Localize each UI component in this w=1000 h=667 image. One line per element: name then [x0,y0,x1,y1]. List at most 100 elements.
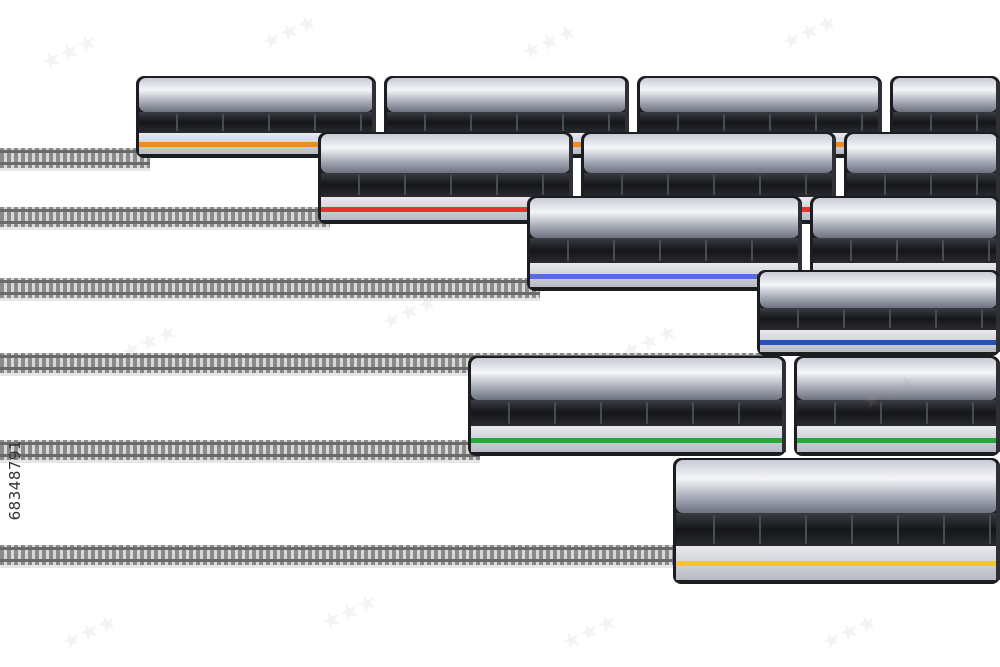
car-gap [832,138,836,220]
track-6 [0,545,690,568]
window-divider [268,114,270,131]
window-divider [470,114,472,131]
train-yellow [673,458,1000,584]
rail-bottom [0,292,540,295]
window-divider [496,175,498,195]
window-divider [943,515,945,544]
window-divider [843,310,845,328]
car-roof [471,358,783,400]
car-roof [139,78,373,112]
train-darkblue [757,270,1000,356]
window-divider [896,240,898,261]
car-gap [569,138,573,220]
window-divider [677,114,679,131]
window-band [893,112,997,133]
track-shadow [0,227,330,230]
window-divider [314,114,316,131]
window-divider [797,310,799,328]
window-divider [988,240,990,261]
window-divider [738,402,740,424]
window-divider [621,175,623,195]
window-divider [930,114,932,131]
window-divider [516,114,518,131]
window-divider [805,175,807,195]
window-divider [861,114,863,131]
color-stripe [676,561,997,566]
car-roof [676,460,997,513]
rail-bottom [0,559,690,562]
window-divider [769,114,771,131]
car-gap [372,82,376,154]
window-divider [713,175,715,195]
window-divider [805,515,807,544]
car-gap [996,82,1000,154]
window-divider [851,515,853,544]
car-roof [530,198,799,238]
car-gap [996,362,1000,452]
window-divider [926,402,928,424]
window-divider [723,114,725,131]
window-divider [884,175,886,195]
window-band [584,173,833,197]
color-stripe [321,207,570,212]
train-green [468,356,1000,456]
car-roof [640,78,879,112]
window-band [676,513,997,546]
window-divider [930,175,932,195]
trains-layer [136,76,1000,584]
track-3 [0,278,540,301]
car-roof [797,358,997,400]
window-divider [759,175,761,195]
track-2 [0,207,330,230]
track-5 [0,440,480,463]
color-stripe [797,438,997,443]
car-gap [798,202,802,287]
rail-top [0,442,480,445]
train-car [673,458,1000,584]
car-gap [996,276,1000,352]
window-divider [976,175,978,195]
color-stripe [139,142,373,147]
rail-bottom [0,221,330,224]
window-band [813,238,997,263]
window-divider [450,175,452,195]
window-divider [705,240,707,261]
window-divider [613,240,615,261]
window-band [640,112,879,133]
window-divider [542,175,544,195]
stock-id-watermark: 68348791 [6,440,24,521]
color-stripe [471,438,783,443]
window-divider [751,240,753,261]
track-shadow [0,565,690,568]
rail-top [0,547,690,550]
window-band [471,400,783,426]
color-stripe [530,274,799,279]
rail-top [0,280,540,283]
track-shadow [0,298,540,301]
car-roof [847,134,997,173]
car-roof [387,78,626,112]
window-divider [897,515,899,544]
rail-top [0,150,150,153]
car-roof [760,272,997,308]
window-divider [608,114,610,131]
window-divider [935,310,937,328]
window-divider [713,515,715,544]
track-shadow [0,373,770,376]
window-divider [880,402,882,424]
tracks-layer [0,148,770,568]
car-gap [996,464,1000,580]
rail-bottom [0,367,770,370]
window-band [797,400,997,426]
car-gap [782,362,786,452]
window-divider [508,402,510,424]
window-band [321,173,570,197]
window-divider [667,175,669,195]
window-divider [562,114,564,131]
window-divider [600,402,602,424]
track-shadow [0,460,480,463]
car-roof [584,134,833,173]
car-gap [996,202,1000,287]
window-divider [659,240,661,261]
window-divider [646,402,648,424]
